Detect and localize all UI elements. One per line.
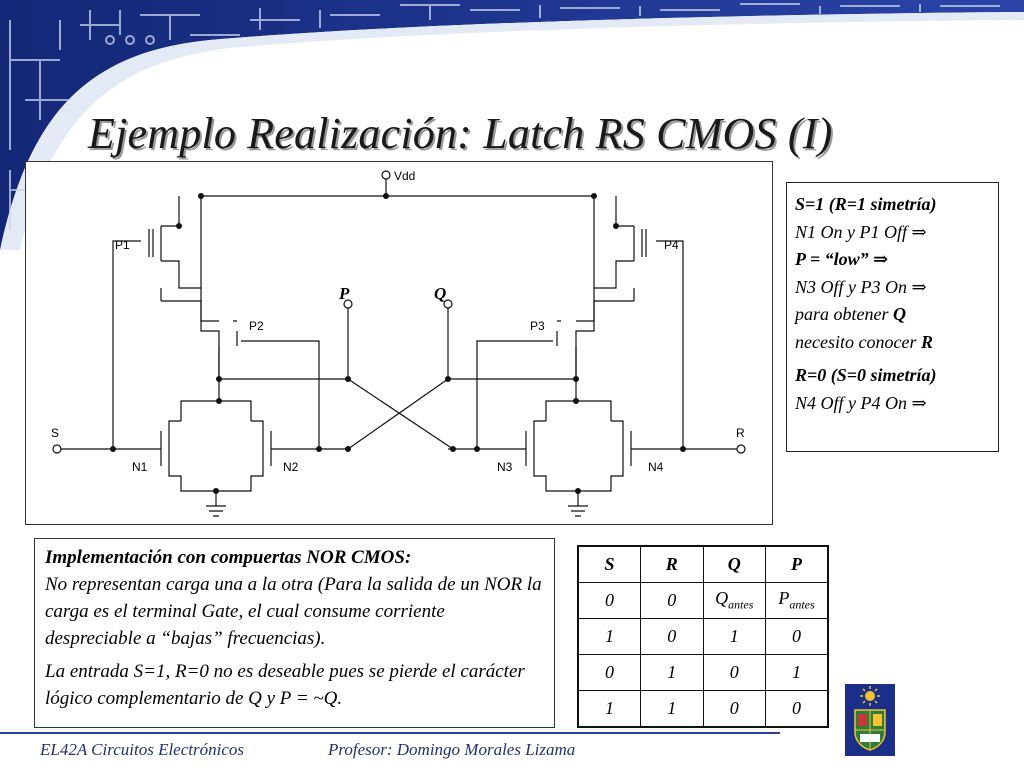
p-antes-base: P [778, 588, 790, 609]
impl-paragraph-2: La entrada S=1, R=0 no es deseable pues … [45, 661, 525, 709]
impl-heading: Implementación con compuertas NOR CMOS: [45, 547, 412, 568]
info-line-4: N3 Off y P3 On ⇒ [795, 276, 927, 297]
label-p3: P3 [530, 319, 545, 333]
label-p4: P4 [664, 238, 679, 252]
table-cell: 0 [640, 618, 704, 655]
truth-table: S R Q P 0 0 Qantes Pantes 1 0 1 0 0 1 0 … [577, 545, 829, 728]
table-row: 1 0 1 0 [577, 618, 829, 655]
label-n3: N3 [497, 460, 513, 474]
input-r-label: R [736, 426, 745, 440]
circuit-pattern-icon [9, 3, 1000, 230]
table-cell: 0 [577, 654, 641, 691]
impl-paragraph-1: No representan carga una a la otra (Para… [45, 574, 542, 649]
info-line-5-text: para obtener [795, 304, 893, 324]
table-cell: 1 [765, 654, 829, 691]
info-line-8: N4 Off y P4 On ⇒ [795, 392, 927, 413]
header-banner [0, 0, 1024, 250]
table-cell: 1 [702, 618, 766, 655]
table-cell: 0 [577, 582, 641, 619]
label-n1: N1 [132, 460, 148, 474]
table-header-row: S R Q P [577, 545, 829, 583]
table-cell: 1 [640, 654, 704, 691]
label-p1: P1 [115, 238, 130, 252]
info-line-1: S=1 (R=1 simetría) [795, 194, 937, 214]
table-cell: 0 [702, 654, 766, 691]
table-cell: 0 [640, 582, 704, 619]
footer-divider [0, 732, 780, 734]
info-line-6-bold: R [920, 331, 933, 352]
slide-title: Ejemplo Realización: Latch RS CMOS (I) [88, 109, 833, 158]
table-cell: 0 [765, 618, 829, 655]
table-cell: Pantes [765, 582, 829, 619]
info-line-2: N1 On y P1 Off ⇒ [795, 221, 927, 242]
table-header-cell: Q [702, 545, 766, 583]
table-cell: Qantes [702, 582, 766, 619]
table-cell: 0 [702, 690, 766, 728]
table-row: 1 1 0 0 [577, 690, 829, 728]
table-cell: 0 [765, 690, 829, 728]
info-line-3: P = “low” ⇒ [795, 249, 889, 269]
label-n4: N4 [648, 460, 664, 474]
table-header-cell: S [577, 545, 641, 583]
q-antes-base: Q [715, 588, 729, 609]
table-header-cell: R [640, 545, 704, 583]
info-line-5: para obtener Q [795, 301, 990, 329]
info-line-7: R=0 (S=0 simetría) [795, 365, 937, 385]
latch-circuit-diagram: Vdd P1 P2 P3 P4 N1 N2 N3 N4 S R P Q [51, 169, 746, 517]
input-s-label: S [51, 426, 59, 440]
circuit-schematic: Vdd P1 P2 P3 P4 N1 N2 N3 N4 S R P Q [25, 161, 773, 525]
info-line-6: necesito conocer R [795, 329, 990, 357]
university-shield-logo-icon [845, 684, 895, 756]
footer-course: EL42A Circuitos Electrónicos [40, 740, 244, 759]
explanation-box: S=1 (R=1 simetría) N1 On y P1 Off ⇒ P = … [786, 182, 999, 452]
q-antes-subscript: antes [728, 597, 754, 612]
info-line-6-text: necesito conocer [795, 331, 921, 352]
vdd-label: Vdd [394, 169, 415, 183]
table-row: 0 0 Qantes Pantes [577, 582, 829, 619]
implementation-notes-box: Implementación con compuertas NOR CMOS: … [34, 538, 555, 728]
info-line-5-bold: Q [893, 304, 906, 324]
table-cell: 1 [640, 690, 704, 728]
node-q-label: Q [434, 284, 446, 303]
table-header-cell: P [765, 545, 829, 583]
table-row: 0 1 0 1 [577, 654, 829, 691]
node-p-label: P [338, 284, 350, 303]
label-p2: P2 [249, 319, 264, 333]
label-n2: N2 [283, 460, 299, 474]
table-cell: 1 [577, 618, 641, 655]
table-cell: 1 [577, 690, 641, 728]
p-antes-subscript: antes [789, 597, 815, 612]
footer-professor: Profesor: Domingo Morales Lizama [328, 740, 576, 759]
